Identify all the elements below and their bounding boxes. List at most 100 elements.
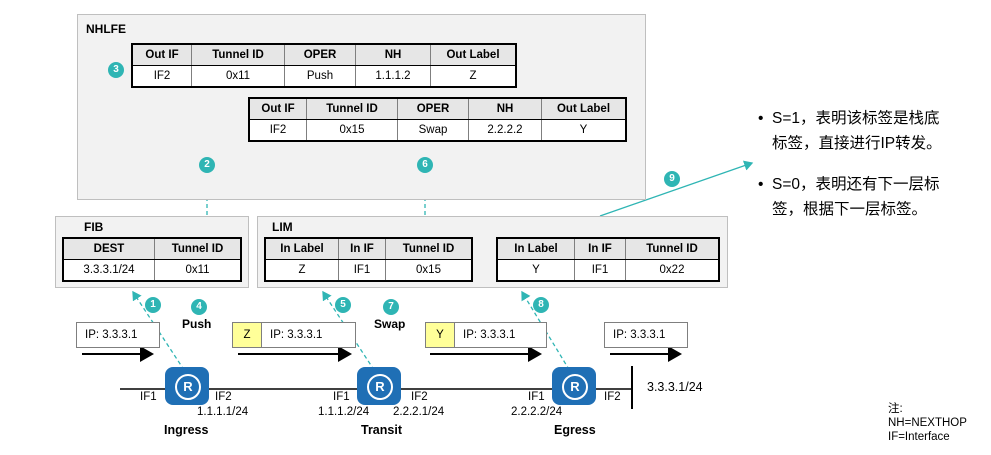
egress-name: Egress	[554, 423, 596, 437]
note-if: IF=Interface	[888, 431, 950, 443]
router-letter: R	[562, 374, 588, 400]
cell: Y	[496, 259, 575, 282]
bullet-s1-line2: 标签，直接进行IP转发。	[772, 135, 942, 152]
destination-prefix: 3.3.3.1/24	[647, 380, 703, 394]
col-header: Out IF	[131, 43, 192, 66]
lim-table-transit: In Label In IF Tunnel ID Z IF1 0x15	[264, 237, 473, 282]
transit-addr-left: 1.1.1.2/24	[318, 406, 370, 418]
bullet-s0-line2: 签，根据下一层标签。	[772, 201, 928, 218]
step-badge-7: 7	[383, 299, 399, 315]
col-header: In IF	[338, 237, 386, 260]
legend-note: 注: NH=NEXTHOP IF=Interface	[888, 402, 967, 444]
packet-ip: IP: 3.3.3.1	[613, 329, 666, 341]
cell: IF1	[338, 259, 386, 282]
router-ingress-icon: R	[165, 367, 209, 405]
table-row: IF2 0x11 Push 1.1.1.2 Z	[131, 65, 517, 88]
ingress-addr: 1.1.1.1/24	[197, 406, 249, 418]
step-badge-1: 1	[145, 297, 161, 313]
bullet-s1: • S=1，表明该标签是栈底 标签，直接进行IP转发。	[758, 106, 984, 156]
note-title: 注:	[888, 403, 903, 415]
packet-label: Z	[233, 323, 262, 347]
cell: 0x11	[154, 259, 242, 282]
arrow-egress-to-lim	[521, 290, 574, 377]
table-row: 3.3.3.1/24 0x11	[62, 259, 242, 282]
packet-1: IP: 3.3.3.1	[76, 322, 160, 348]
col-header: Out Label	[541, 97, 627, 120]
egress-addr: 2.2.2.2/24	[511, 406, 563, 418]
note-nh: NH=NEXTHOP	[888, 417, 967, 429]
cell: 3.3.3.1/24	[62, 259, 155, 282]
fib-title: FIB	[84, 220, 104, 234]
cell: IF2	[131, 65, 192, 88]
router-transit-icon: R	[357, 367, 401, 405]
packet-4: IP: 3.3.3.1	[604, 322, 688, 348]
step-badge-5: 5	[335, 297, 351, 313]
packet-ip: IP: 3.3.3.1	[85, 329, 138, 341]
cell: Push	[284, 65, 356, 88]
cell: 0x11	[191, 65, 285, 88]
egress-if1: IF1	[528, 391, 545, 403]
table-row: IF2 0x15 Swap 2.2.2.2 Y	[248, 119, 627, 142]
router-egress-icon: R	[552, 367, 596, 405]
cell: 1.1.1.2	[355, 65, 431, 88]
cell: Z	[264, 259, 339, 282]
nhlfe-title: NHLFE	[86, 22, 126, 36]
lim-table-egress: In Label In IF Tunnel ID Y IF1 0x22	[496, 237, 720, 282]
transit-name: Transit	[361, 423, 402, 437]
step-badge-2: 2	[199, 157, 215, 173]
col-header: DEST	[62, 237, 155, 260]
cell: 0x15	[385, 259, 473, 282]
push-label: Push	[182, 317, 212, 331]
col-header: In Label	[496, 237, 575, 260]
col-header: In IF	[574, 237, 626, 260]
packet-3: Y IP: 3.3.3.1	[425, 322, 547, 348]
col-header: Tunnel ID	[625, 237, 720, 260]
fib-table: DEST Tunnel ID 3.3.3.1/24 0x11	[62, 237, 242, 282]
bullet-dot-icon: •	[758, 110, 764, 127]
step-badge-4: 4	[191, 299, 207, 315]
router-letter: R	[367, 374, 393, 400]
col-header: NH	[355, 43, 431, 66]
col-header: OPER	[284, 43, 356, 66]
ingress-if1: IF1	[140, 391, 157, 403]
packet-ip: IP: 3.3.3.1	[463, 329, 516, 341]
lim-title: LIM	[272, 220, 293, 234]
col-header: Tunnel ID	[154, 237, 242, 260]
cell: Z	[430, 65, 517, 88]
bullet-s0-line1: S=0，表明还有下一层标	[772, 176, 940, 193]
packet-2: Z IP: 3.3.3.1	[232, 322, 356, 348]
router-letter: R	[175, 374, 201, 400]
cell: Swap	[397, 119, 469, 142]
table-row: Y IF1 0x22	[496, 259, 720, 282]
bullet-s1-line1: S=1，表明该标签是栈底	[772, 110, 940, 127]
cell: Y	[541, 119, 627, 142]
col-header: Out Label	[430, 43, 517, 66]
cell: 2.2.2.2	[468, 119, 542, 142]
ingress-name: Ingress	[164, 423, 209, 437]
transit-addr-right: 2.2.2.1/24	[393, 406, 445, 418]
transit-if1: IF1	[333, 391, 350, 403]
cell: IF1	[574, 259, 626, 282]
swap-label: Swap	[374, 317, 406, 331]
arrow-lim-to-bullets	[599, 160, 754, 217]
step-badge-9: 9	[664, 171, 680, 187]
packet-ip: IP: 3.3.3.1	[270, 329, 323, 341]
step-badge-3: 3	[108, 62, 124, 78]
step-badge-8: 8	[533, 297, 549, 313]
bullet-s0: • S=0，表明还有下一层标 签，根据下一层标签。	[758, 172, 984, 222]
nhlfe-table-transit: Out IF Tunnel ID OPER NH Out Label IF2 0…	[248, 97, 627, 142]
col-header: Out IF	[248, 97, 307, 120]
col-header: Tunnel ID	[385, 237, 473, 260]
arrow-ingress-to-fib	[132, 290, 189, 377]
packet-label: Y	[426, 323, 455, 347]
col-header: NH	[468, 97, 542, 120]
col-header: Tunnel ID	[191, 43, 285, 66]
bullet-dot-icon: •	[758, 176, 764, 193]
egress-if2: IF2	[604, 391, 621, 403]
cell: IF2	[248, 119, 307, 142]
cell: 0x15	[306, 119, 398, 142]
col-header: OPER	[397, 97, 469, 120]
table-row: Z IF1 0x15	[264, 259, 473, 282]
ingress-if2: IF2	[215, 391, 232, 403]
col-header: Tunnel ID	[306, 97, 398, 120]
